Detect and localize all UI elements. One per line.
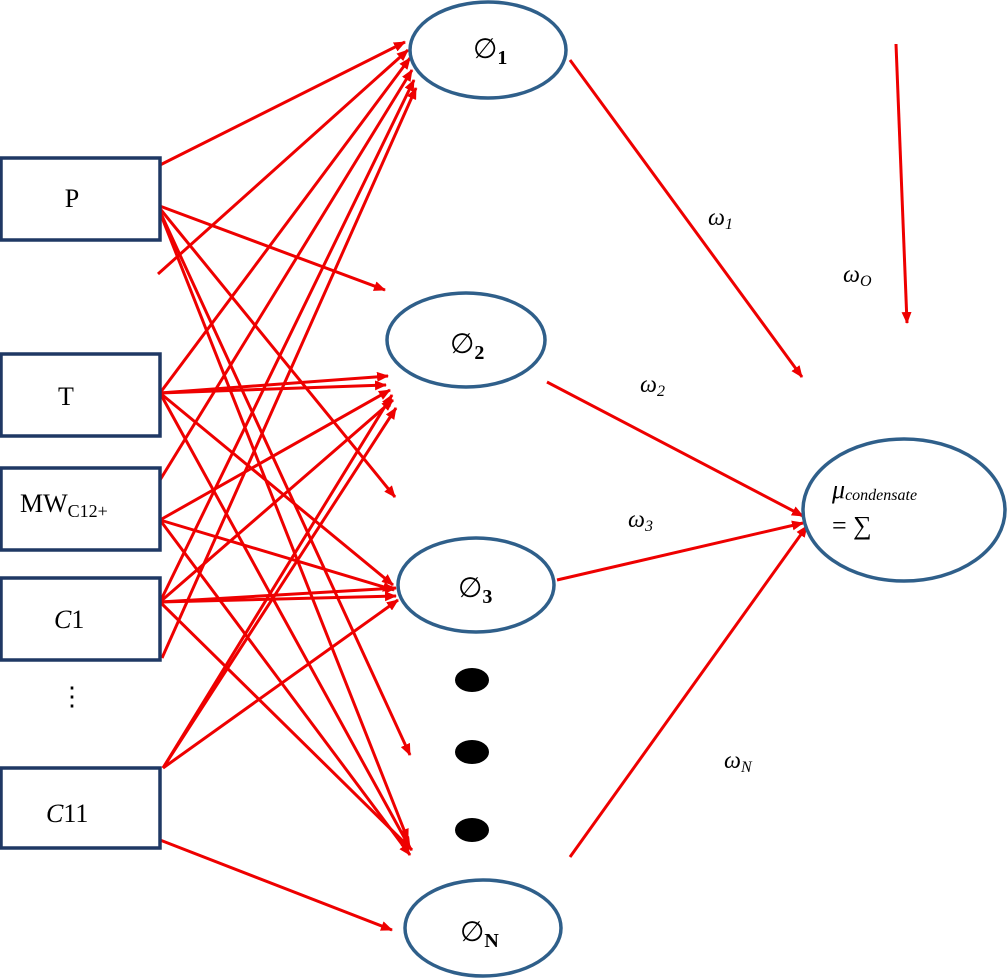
edge-p-h1 (159, 40, 406, 167)
input-t: T (0, 352, 162, 438)
edge-t-hn (158, 392, 412, 849)
ellipsis-dot-1 (455, 668, 489, 692)
edge-t-h2b (159, 380, 387, 395)
input-mw: MWC12+ (0, 466, 162, 552)
input-ellipsis: ⋮ (59, 682, 85, 711)
edge-c11-h3 (162, 598, 399, 770)
edge-h2-out (546, 380, 804, 518)
edge-c1-h1 (158, 79, 416, 603)
edge-bias-out (894, 43, 912, 324)
edge-p-h3b (155, 204, 412, 756)
hidden-node-n: ∅N (403, 878, 563, 978)
edge-p-h2 (156, 203, 386, 292)
ellipsis-dot-3 (455, 818, 489, 842)
edge-mw-h3 (159, 518, 395, 592)
edge-c1-hn (158, 600, 414, 852)
hidden-node-2: ∅2 (385, 291, 547, 389)
output-node-sum: = ∑ (832, 511, 872, 540)
edge-p-h3 (155, 204, 397, 498)
edge-c11-h2a (161, 394, 394, 769)
edge-t-h3 (159, 391, 394, 587)
input-c11: C11 (0, 766, 162, 850)
output-node-label: μcondensate (831, 475, 917, 504)
input-c1: C1 (0, 576, 162, 662)
edge-c1-h2 (159, 398, 394, 604)
hidden-node-3: ∅3 (396, 536, 556, 634)
weight-label-o: ωO (843, 262, 872, 290)
weight-label-1: ω1 (708, 205, 733, 233)
weight-label-n: ωN (724, 748, 753, 776)
weight-label-3: ω3 (628, 507, 653, 535)
edge-t-h1 (158, 57, 412, 394)
edge-h3-out (556, 520, 804, 582)
output-node: μcondensate = ∑ (801, 437, 1007, 583)
hidden-node-1: ∅1 (408, 0, 568, 100)
edge-mw-hn (158, 519, 412, 856)
edge-y-h1 (160, 87, 418, 659)
edge-c1-h3b (159, 591, 397, 604)
connection-arrows (155, 40, 912, 932)
edge-mw-h1 (158, 69, 414, 481)
hidden-node-3-label: ∅3 (458, 571, 492, 608)
input-c1-label: C1 (54, 605, 84, 634)
edge-h1-out (568, 59, 804, 378)
input-p-label: P (65, 184, 79, 213)
input-p: P (0, 156, 162, 242)
ellipsis-dot-2 (455, 740, 489, 764)
edge-c11-h2b (161, 407, 398, 769)
input-mw-label: MWC12+ (20, 489, 108, 521)
input-t-label: T (58, 382, 74, 411)
input-c11-label: C11 (46, 799, 88, 828)
hidden-node-n-label: ∅N (460, 915, 499, 952)
edge-x-h1 (156, 48, 410, 276)
hidden-node-2-label: ∅2 (450, 327, 484, 364)
edge-p-hn (155, 204, 410, 841)
weight-label-2: ω2 (640, 372, 665, 400)
edge-c11-hn (159, 838, 393, 932)
hidden-node-1-label: ∅1 (473, 32, 507, 69)
edge-mw-h2 (159, 388, 391, 522)
edge-hn-out (568, 525, 809, 858)
